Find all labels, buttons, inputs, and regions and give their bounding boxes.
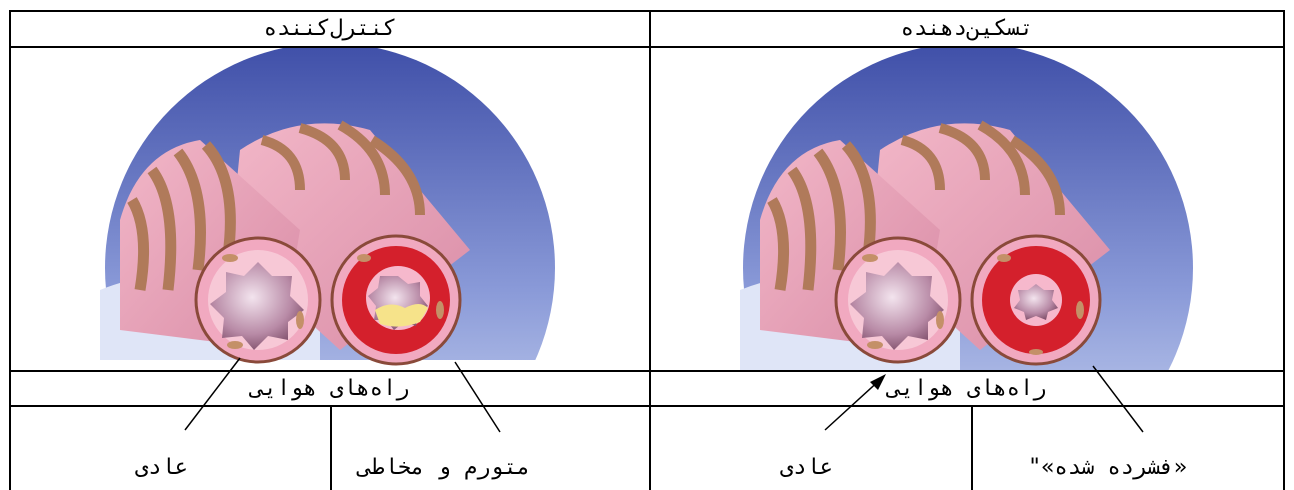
left-inflamed-airway xyxy=(330,234,462,366)
left-swollen-label: متورم و مخاطی xyxy=(358,455,531,480)
left-normal-pointer xyxy=(184,357,241,431)
table-border-right xyxy=(1283,10,1285,490)
left-normal-airway xyxy=(194,236,322,364)
header-row-divider xyxy=(9,46,1285,48)
table-column-divider xyxy=(649,10,651,490)
left-airway-illustration xyxy=(100,48,560,370)
table-border-left xyxy=(9,10,11,490)
label-row-divider xyxy=(9,405,1285,407)
right-squeezed-airway xyxy=(970,234,1102,366)
left-inflamed-pointer xyxy=(454,361,501,433)
image-row-divider xyxy=(9,370,1285,372)
right-normal-pointer xyxy=(824,377,883,431)
header-left: کنترل‌کننده xyxy=(263,16,397,41)
airways-label-right-text: راه‌های هوایی xyxy=(887,376,1047,401)
right-normal-airway xyxy=(834,236,962,364)
airways-label-left-text: راه‌های هوایی xyxy=(250,376,410,401)
table-border-top xyxy=(9,10,1285,12)
right-normal-label: عادی xyxy=(780,455,833,480)
right-squeezed-pointer xyxy=(1092,365,1144,433)
right-airway-illustration xyxy=(740,48,1193,370)
left-normal-label: عادی xyxy=(135,455,188,480)
header-right: تسکین‌دهنده xyxy=(900,16,1034,41)
right-squeezed-label: "«فشرده شده» xyxy=(1028,455,1187,480)
left-bottom-divider xyxy=(330,405,332,490)
right-normal-pointer-arrowhead xyxy=(870,374,886,390)
right-bottom-divider xyxy=(971,405,973,490)
